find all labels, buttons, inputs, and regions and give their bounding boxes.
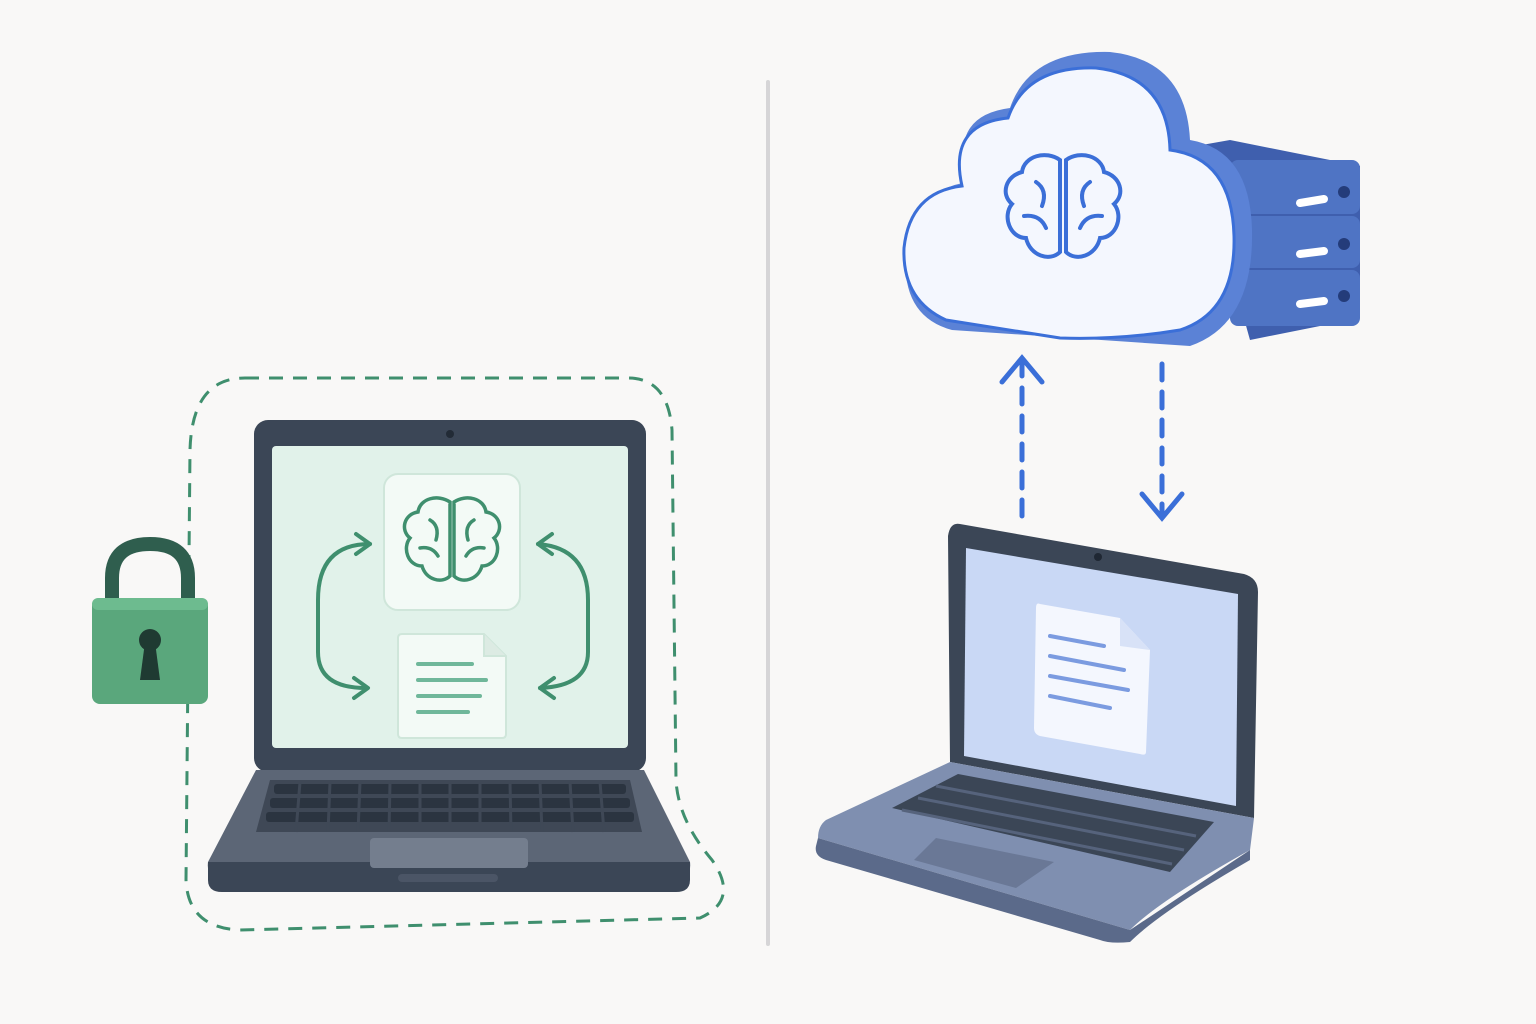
local-scene [92, 376, 726, 932]
cloud-processing-panel [770, 0, 1536, 1024]
panel-divider [766, 80, 770, 946]
cloud-scene [815, 51, 1360, 943]
document-icon [1034, 603, 1150, 755]
cloud-icon [902, 51, 1253, 346]
brain-icon [1003, 153, 1123, 259]
brain-icon [383, 473, 521, 611]
cycle-arrows-icon [316, 532, 590, 700]
download-arrow-icon [1139, 361, 1185, 522]
local-processing-panel [0, 0, 766, 1024]
document-icon [397, 633, 507, 739]
lock-icon [92, 536, 208, 704]
dashed-boundary [184, 376, 726, 932]
upload-arrow-icon [999, 354, 1045, 519]
